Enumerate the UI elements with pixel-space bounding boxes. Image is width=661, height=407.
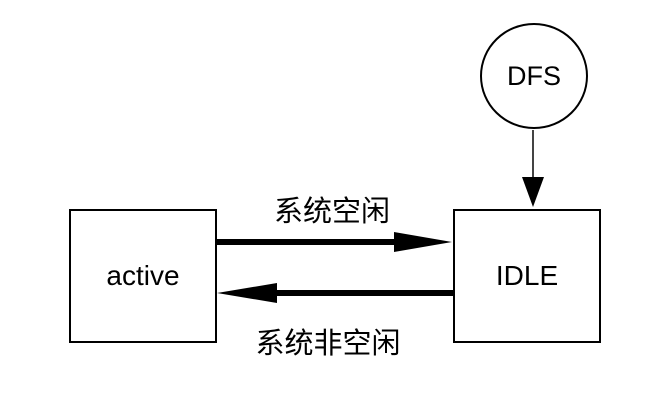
- edge-dfs-to-idle-line: [532, 130, 534, 179]
- arrow-down-icon: [522, 177, 544, 207]
- edge-active-to-idle-label: 系统空闲: [273, 196, 391, 228]
- node-dfs-label: DFS: [507, 60, 561, 91]
- node-idle-label: IDLE: [495, 260, 559, 291]
- edge-idle-to-active-line: [272, 290, 453, 296]
- edge-active-to-idle-line: [216, 239, 396, 245]
- node-active: active: [69, 209, 217, 343]
- node-active-label: active: [106, 260, 180, 291]
- node-idle: IDLE: [453, 209, 601, 343]
- arrow-left-icon: [217, 283, 277, 303]
- edge-idle-to-active-label: 系统非空闲: [255, 328, 401, 360]
- node-dfs: DFS: [480, 23, 588, 129]
- arrow-right-icon: [394, 232, 452, 252]
